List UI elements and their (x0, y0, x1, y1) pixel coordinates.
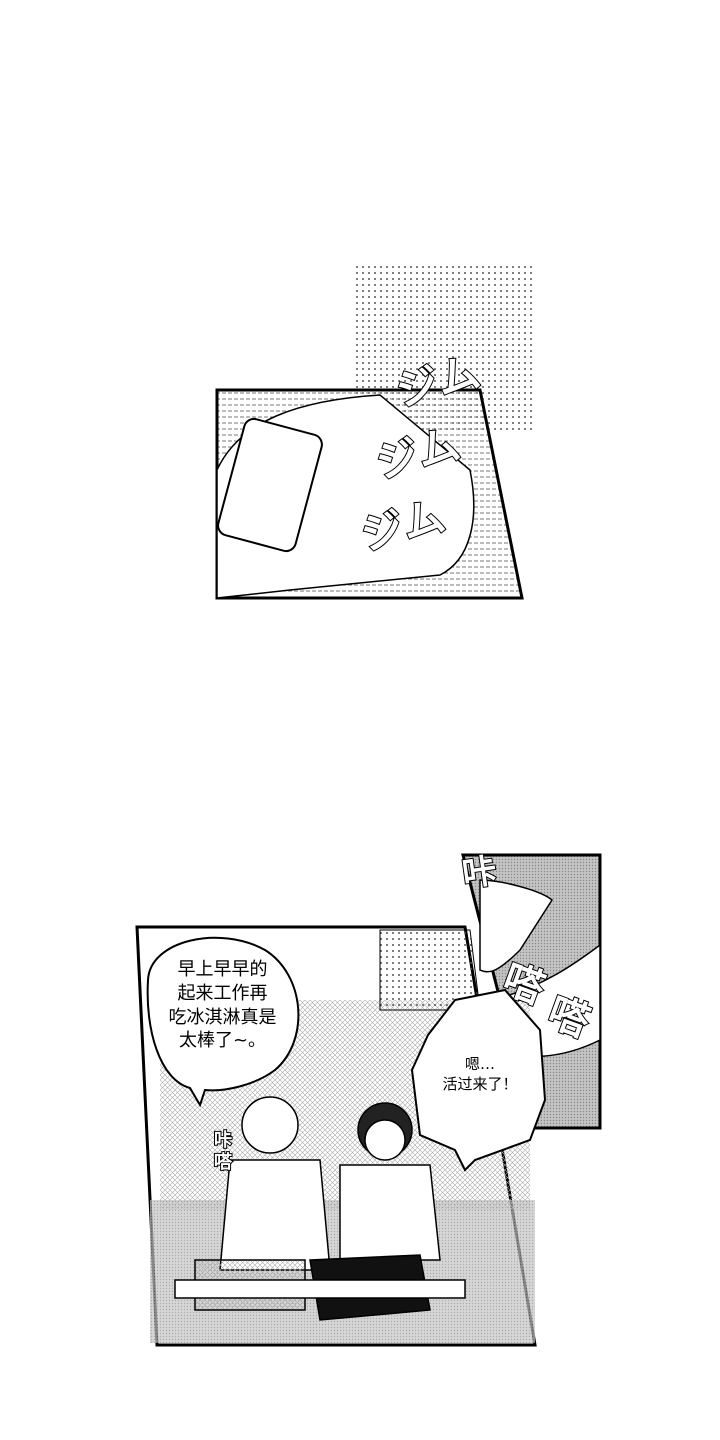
speech-line: 太棒了~。 (178, 1030, 267, 1052)
sfx-click-top: 咔 (459, 850, 500, 896)
speech-line: 活过来了！ (442, 1074, 518, 1093)
characters (174, 1096, 466, 1321)
sfx-char: 咔 (213, 1129, 233, 1152)
sfx-char: 嗒 (213, 1151, 233, 1174)
speech-line: 吃冰淇淋真是 (168, 1006, 277, 1028)
speech-line: 嗯… (464, 1055, 495, 1073)
speech-bubble-right (410, 988, 547, 1172)
sfx-click-small: 咔 嗒 (213, 1129, 233, 1174)
speech-bubble-left (146, 936, 300, 1108)
popsicle (217, 417, 323, 553)
speech-line: 早上早早的 (177, 959, 268, 980)
speech-text-right: 嗯… 活过来了！ (425, 1055, 535, 1095)
speech-text-left: 早上早早的 起来工作再 吃冰淇淋真是 太棒了~。 (150, 958, 295, 1053)
speech-line: 起来工作再 (177, 982, 268, 1004)
